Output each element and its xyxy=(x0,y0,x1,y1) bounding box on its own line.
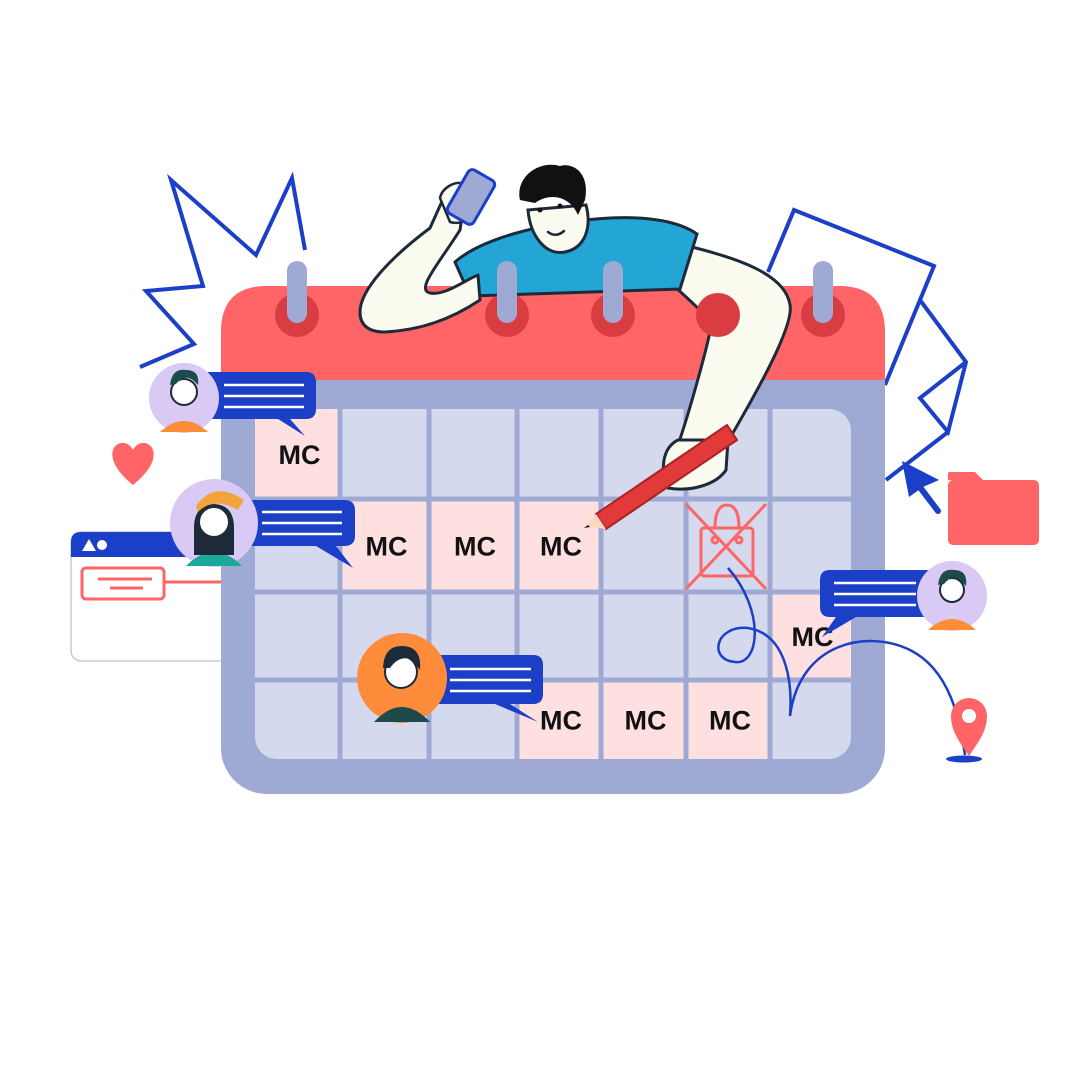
zigzag-burst-decoration xyxy=(139,171,307,369)
triangle-icon xyxy=(82,539,96,551)
chat-bubble-right xyxy=(820,570,936,637)
shopping-bag-crossed-icon xyxy=(684,502,768,591)
chat-bubble-bottom xyxy=(434,655,543,722)
ring-hole xyxy=(696,293,740,337)
cursor-arrow-icon xyxy=(902,461,941,514)
avatar-man-orange-shirt xyxy=(917,561,987,631)
chat-bubble-middle-left xyxy=(248,500,355,568)
pencil-icon xyxy=(584,423,739,531)
mc-label: MC xyxy=(454,532,496,562)
paper-plane-outline-decoration xyxy=(766,207,937,386)
circle-icon xyxy=(97,540,107,550)
avatar-woman-beanie xyxy=(170,479,258,567)
marked-cell xyxy=(517,499,601,592)
marked-cell xyxy=(601,680,686,759)
route-line-decoration xyxy=(717,567,967,756)
ring xyxy=(497,261,517,323)
ring xyxy=(603,261,623,323)
avatar-woman-orange xyxy=(357,633,447,723)
heart-icon xyxy=(112,442,154,485)
location-pin-icon xyxy=(946,698,987,763)
mc-label: MC xyxy=(540,706,582,736)
folder-icon xyxy=(948,472,1039,545)
calendar-rings xyxy=(275,261,845,337)
hair xyxy=(519,164,586,215)
phone-icon xyxy=(445,168,497,226)
paper-fold-outline-decoration xyxy=(917,298,969,437)
ring xyxy=(287,261,307,323)
mc-label: MC xyxy=(540,532,582,562)
chat-bubble-top-left xyxy=(208,372,316,436)
marked-cell xyxy=(429,499,517,592)
marked-cell xyxy=(255,409,340,499)
mc-label: MC xyxy=(366,532,408,562)
avatar-man-lavender xyxy=(149,363,219,433)
marked-cell xyxy=(686,680,770,759)
mc-label: MC xyxy=(709,706,751,736)
ring xyxy=(813,261,833,323)
mc-label: MC xyxy=(792,622,834,652)
mc-label: MC xyxy=(625,706,667,736)
mc-label: MC xyxy=(279,440,321,470)
